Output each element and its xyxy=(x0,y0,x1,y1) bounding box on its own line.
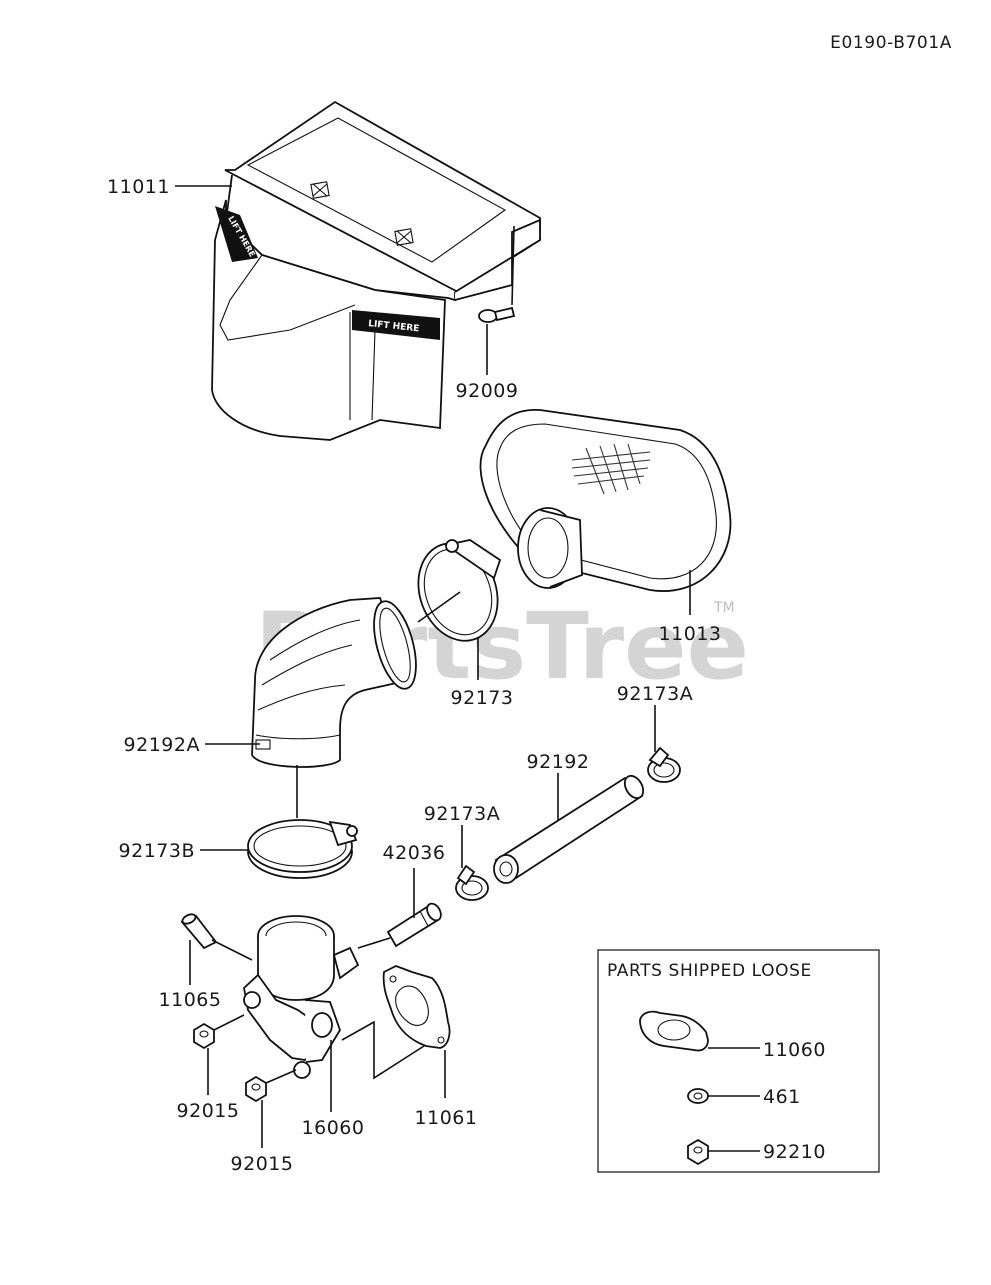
callout-92173A-mid[interactable]: 92173A xyxy=(424,803,500,825)
intake-elbow[interactable] xyxy=(243,915,360,1079)
washer-461[interactable] xyxy=(687,1088,709,1104)
callout-42036[interactable]: 42036 xyxy=(383,842,446,864)
parts-shipped-loose-box: PARTS SHIPPED LOOSE 11060 461 92210 xyxy=(597,949,880,1173)
inset-part-11060[interactable]: 11060 xyxy=(763,1039,826,1061)
watermark-tm: TM xyxy=(713,600,735,616)
callout-11061[interactable]: 11061 xyxy=(415,1107,478,1129)
callout-92009[interactable]: 92009 xyxy=(456,380,519,402)
callout-92173B[interactable]: 92173B xyxy=(119,840,195,862)
screw-92009[interactable] xyxy=(478,306,516,323)
hose-clamp-92173A-mid[interactable] xyxy=(455,864,489,901)
nut-92210[interactable] xyxy=(687,1138,709,1166)
callout-92173A-top[interactable]: 92173A xyxy=(617,683,693,705)
nut-92015-a[interactable] xyxy=(193,1022,215,1050)
diagram-code: E0190-B701A xyxy=(830,33,952,53)
callout-16060[interactable]: 16060 xyxy=(302,1117,365,1139)
hose-clamp-92173B[interactable] xyxy=(247,819,358,879)
inset-title: PARTS SHIPPED LOOSE xyxy=(607,961,812,981)
breather-hose[interactable] xyxy=(493,773,647,884)
callout-92192A[interactable]: 92192A xyxy=(124,734,200,756)
elbow-hose[interactable] xyxy=(251,597,424,768)
callout-92173[interactable]: 92173 xyxy=(451,687,514,709)
nut-92015-b[interactable] xyxy=(245,1075,267,1103)
gasket-11060[interactable] xyxy=(639,1010,709,1052)
hose-clamp-92173[interactable] xyxy=(405,532,511,652)
callout-92015-a[interactable]: 92015 xyxy=(177,1100,240,1122)
air-filter-element[interactable] xyxy=(479,409,732,592)
breather-fitting[interactable] xyxy=(386,901,444,948)
intake-gasket[interactable] xyxy=(382,965,451,1049)
inset-part-461[interactable]: 461 xyxy=(763,1086,801,1108)
callout-11011[interactable]: 11011 xyxy=(107,176,170,198)
callout-92192[interactable]: 92192 xyxy=(527,751,590,773)
inset-part-92210[interactable]: 92210 xyxy=(763,1141,826,1163)
callout-11013[interactable]: 11013 xyxy=(659,623,722,645)
callout-11065[interactable]: 11065 xyxy=(159,989,222,1011)
dowel-pin[interactable] xyxy=(180,912,218,950)
callout-92015-b[interactable]: 92015 xyxy=(231,1153,294,1175)
hose-clamp-92173A-top[interactable] xyxy=(647,746,681,783)
air-cleaner-cover[interactable]: LIFT HERE LIFT HERE xyxy=(211,100,541,441)
